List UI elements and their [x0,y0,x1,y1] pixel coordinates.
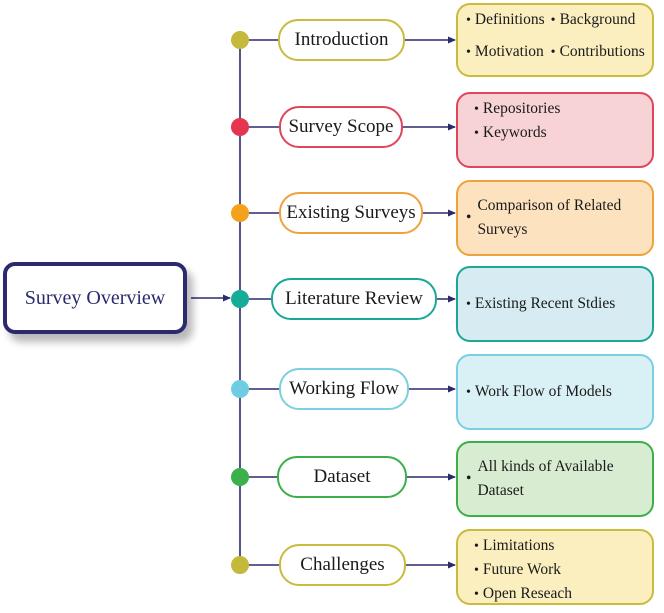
detail-item: Work Flow of Models [466,380,612,404]
section-label: Dataset [313,466,371,487]
section-node-introduction: Introduction [278,19,405,61]
detail-box-challenges: Limitations Future Work Open Reseach [456,529,654,605]
timeline-dot [231,290,249,308]
root-node-survey-overview: Survey Overview [3,262,187,334]
timeline-dot [231,380,249,398]
section-label: Introduction [294,29,389,50]
bullet-icon: • [466,208,472,226]
detail-box-literature-review: Existing Recent Stdies [456,266,654,342]
root-label: Survey Overview [24,286,166,309]
section-label: Literature Review [285,288,423,309]
detail-item: Contributions [551,40,645,72]
timeline-dot [231,468,249,486]
detail-item: Keywords [466,121,644,145]
section-node-working-flow: Working Flow [279,368,409,410]
detail-item: Repositories [466,97,644,121]
detail-item: Existing Recent Stdies [466,292,615,316]
section-node-dataset: Dataset [277,456,407,498]
section-label: Existing Surveys [286,202,416,223]
detail-box-introduction: Definitions Background Motivation Contri… [456,3,654,77]
section-node-literature-review: Literature Review [271,278,437,320]
detail-item: Comparison of Related Surveys [477,196,622,238]
timeline-dot [231,204,249,222]
bullet-icon: • [466,469,472,487]
detail-item: Future Work [466,558,644,582]
detail-box-working-flow: Work Flow of Models [456,354,654,430]
section-label: Working Flow [289,378,399,399]
section-label: Survey Scope [288,116,394,137]
detail-item: Definitions [466,8,545,40]
section-label: Challenges [300,554,385,575]
timeline-dot [231,556,249,574]
detail-item: All kinds of Available Dataset [477,457,614,499]
detail-item: Motivation [466,40,545,72]
timeline-dot [231,31,249,49]
detail-item: Open Reseach [466,582,644,603]
section-node-existing-surveys: Existing Surveys [279,192,423,234]
section-node-survey-scope: Survey Scope [279,106,403,148]
section-node-challenges: Challenges [279,544,406,586]
detail-item: Limitations [466,534,644,558]
timeline-dot [231,118,249,136]
detail-item: Background [551,8,645,40]
detail-box-dataset: • All kinds of Available Dataset [456,441,654,517]
detail-box-existing-surveys: • Comparison of Related Surveys [456,180,654,256]
detail-box-survey-scope: Repositories Keywords [456,92,654,168]
